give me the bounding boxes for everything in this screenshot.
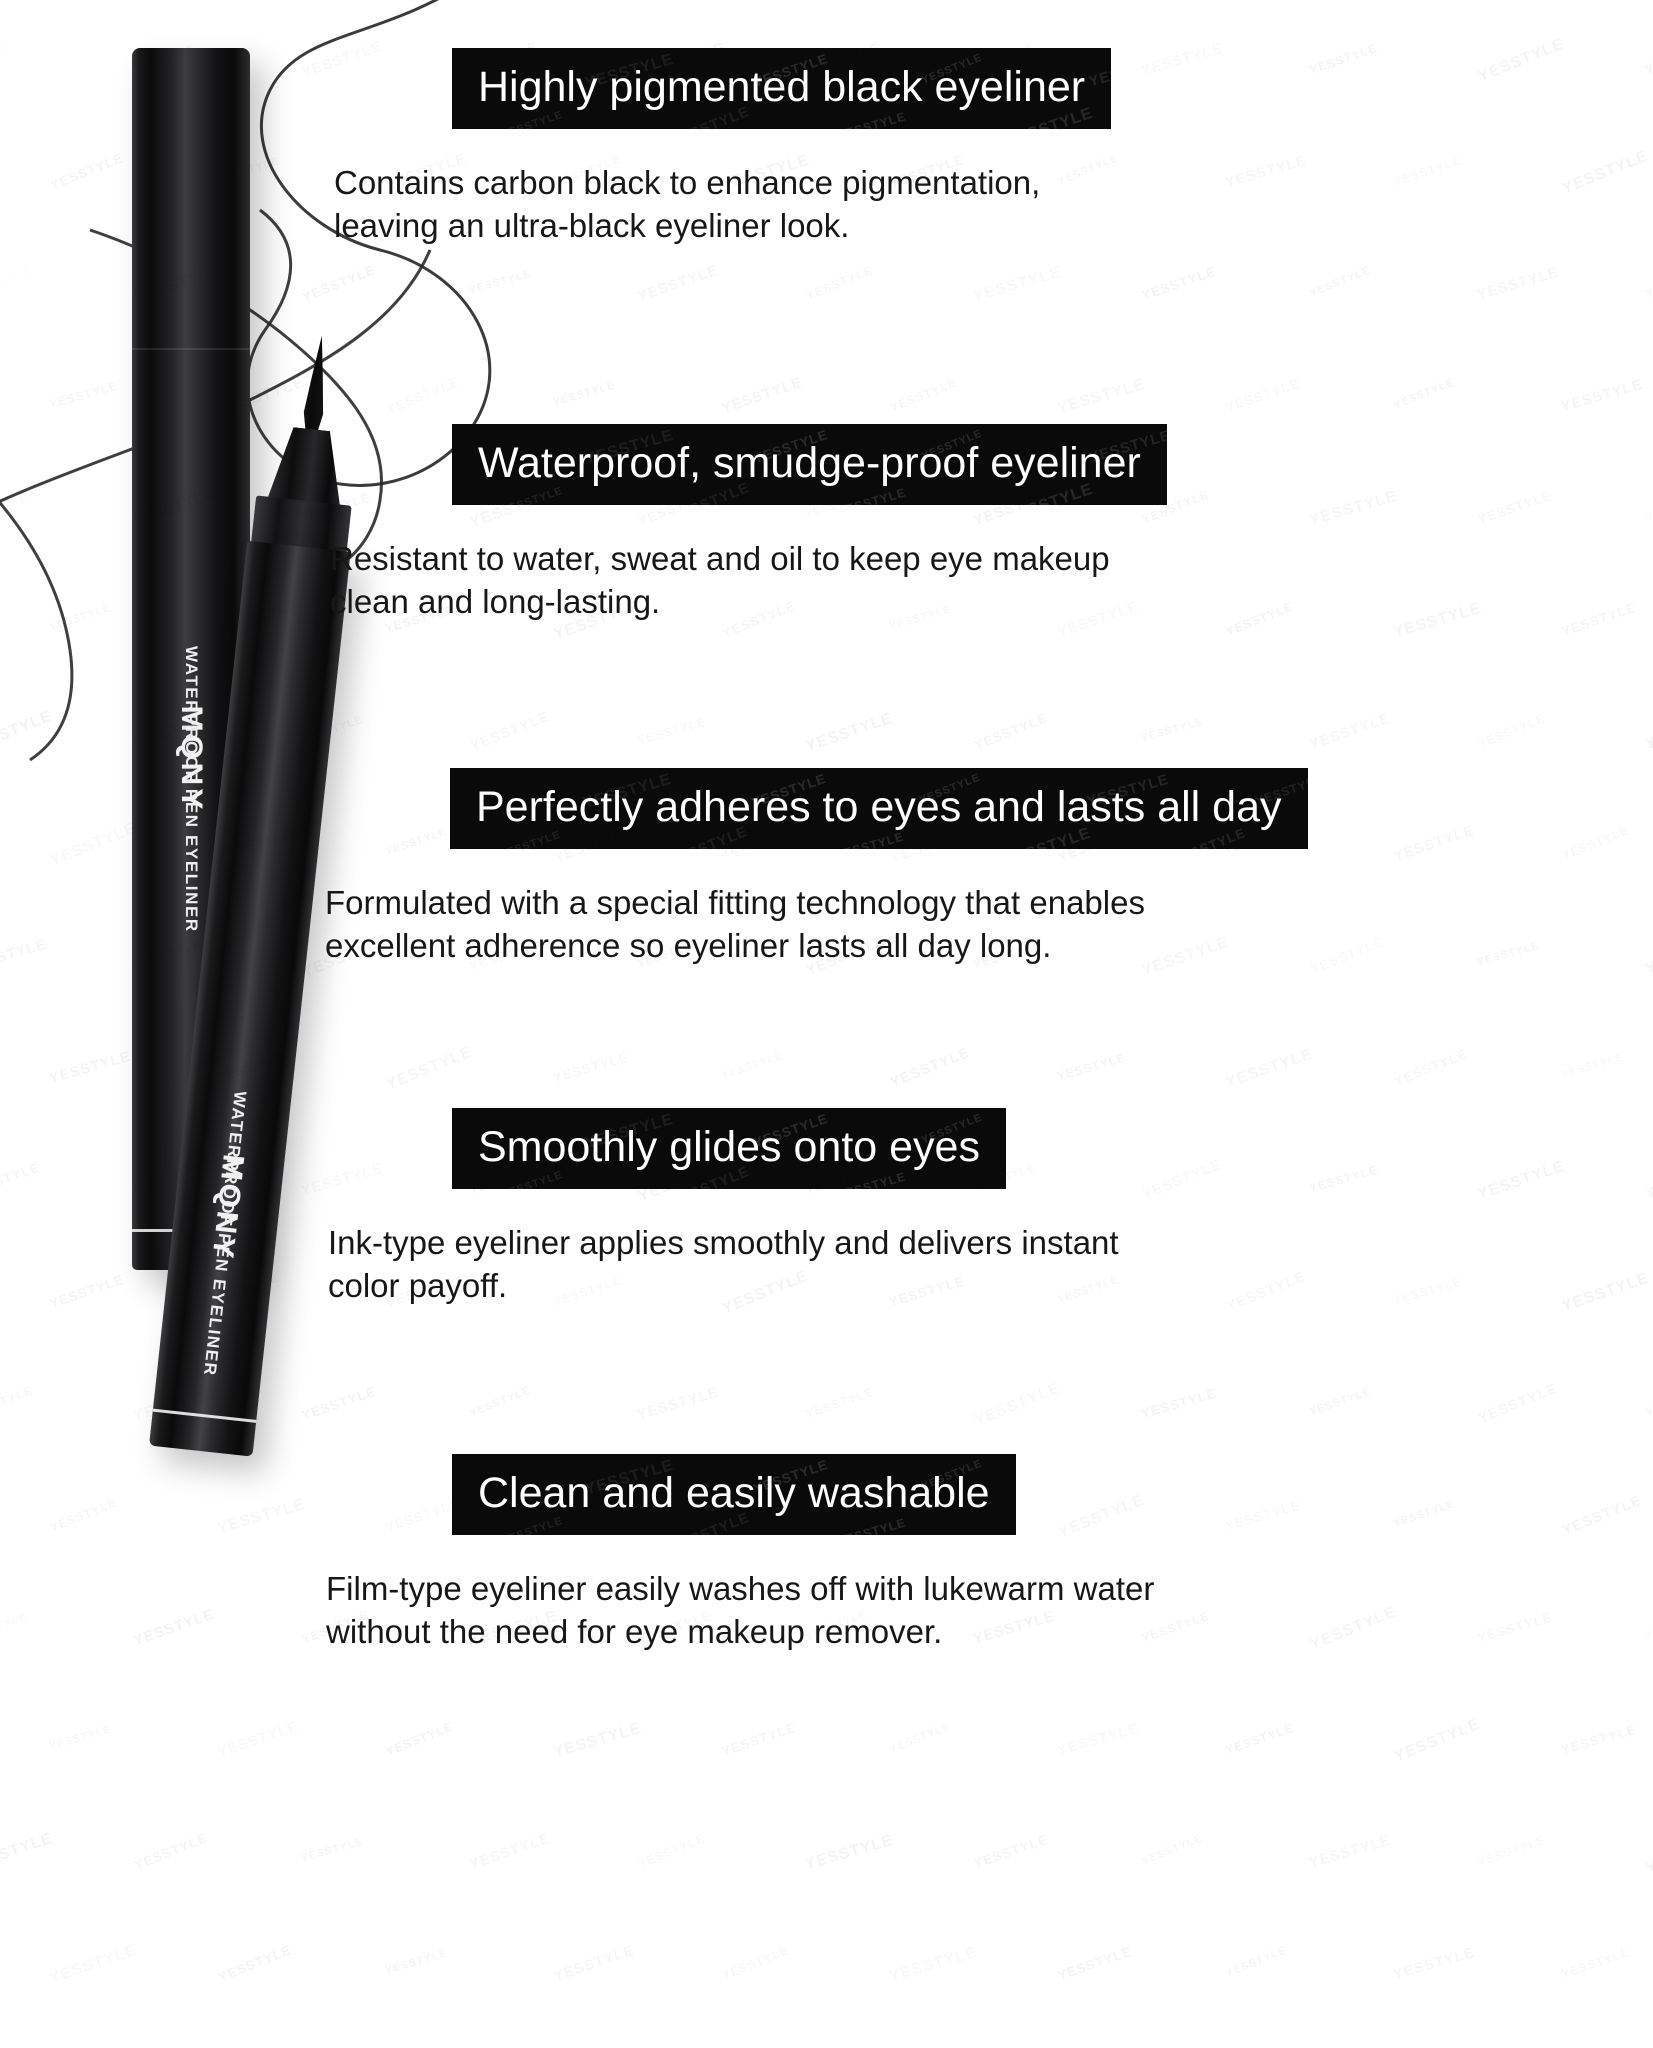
watermark-text: YESSTYLE	[1003, 1164, 1006, 1189]
feature-heading: Perfectly adheres to eyes and lasts all …	[476, 783, 1282, 831]
watermark-text: YESSTYLE	[499, 484, 565, 505]
pen-accent-band-2	[152, 1408, 257, 1423]
watermark-text: YESSTYLE	[1087, 51, 1112, 91]
feature-body: Film-type eyeliner easily washes off wit…	[326, 1570, 1155, 1650]
watermark-text: YESSTYLE	[452, 57, 453, 76]
watermark-text: YESSTYLE	[833, 829, 906, 849]
watermark-text: YESSTYLE	[499, 108, 565, 129]
feature-list: YESSTYLE YESSTYLE YESSTYLE YESSTYLE YESSTYLE…	[325, 0, 1653, 2048]
feature-heading: Waterproof, smudge-proof eyeliner	[478, 439, 1141, 487]
brand-logo: MQNY	[175, 705, 208, 813]
feature-heading: Clean and easily washable	[478, 1469, 990, 1517]
brand-logo-2: MQNY	[205, 1152, 250, 1263]
watermark-text: YESSTYLE	[835, 485, 908, 505]
watermark-text: YESSTYLE	[452, 1117, 453, 1136]
watermark-text: YESSTYLE	[835, 109, 908, 129]
watermark-text: YESSTYLE	[452, 433, 453, 452]
feature-body: Resistant to water, sweat and oil to kee…	[330, 540, 1110, 620]
watermark-text: YESSTYLE	[499, 1514, 565, 1535]
feature-body: Contains carbon black to enhance pigment…	[334, 164, 1041, 244]
pen-brush-tip-icon	[289, 333, 344, 437]
watermark-text: YESSTYLE	[497, 828, 563, 849]
watermark-text: YESSTYLE	[450, 777, 451, 796]
feature-body: Ink-type eyeliner applies smoothly and d…	[328, 1224, 1119, 1304]
watermark-text: YESSTYLE	[1003, 1510, 1016, 1535]
product-image-area: WATERPROOF PEN EYELINER MQNY WATERPROOF …	[0, 0, 540, 2048]
watermark-text: YESSTYLE	[499, 1168, 565, 1189]
feature-heading: Smoothly glides onto eyes	[478, 1123, 980, 1171]
pen-label-text: WATERPROOF PEN EYELINER	[182, 646, 201, 933]
feature-body: Formulated with a special fitting techno…	[325, 884, 1145, 964]
feature-heading: Highly pigmented black eyeliner	[478, 63, 1086, 111]
watermark-text: YESSTYLE	[835, 1515, 908, 1535]
watermark-text: YESSTYLE	[835, 1169, 908, 1189]
watermark-text: YESSTYLE	[452, 1463, 453, 1482]
